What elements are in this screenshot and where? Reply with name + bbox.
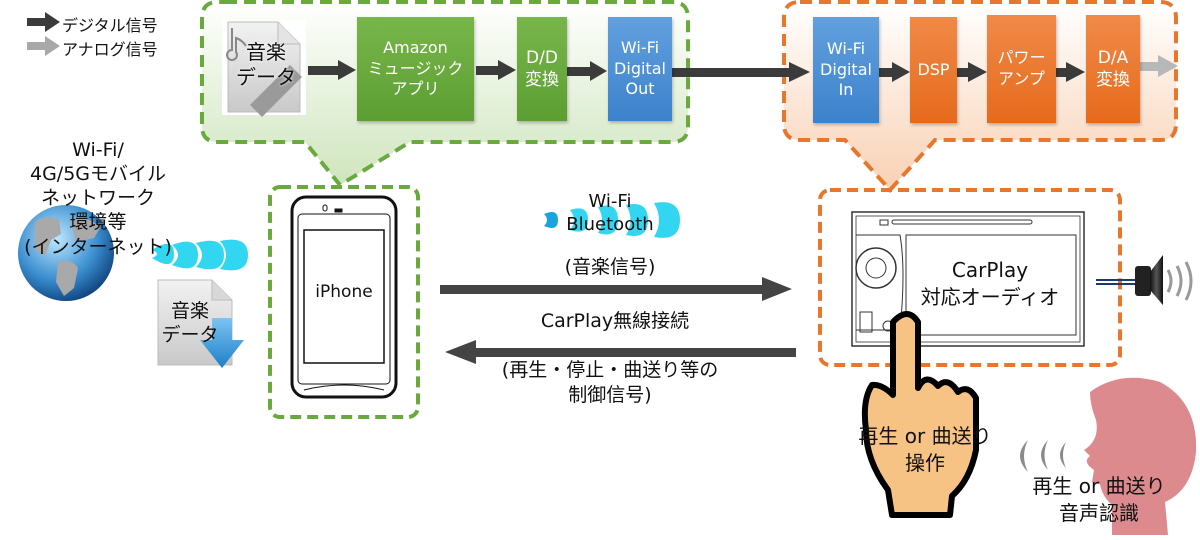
network-label: Wi-Fi/ 4G/5Gモバイル ネットワーク 環境等 (インターネット) bbox=[24, 139, 172, 258]
head-unit-frame bbox=[818, 188, 1122, 367]
wifi-digital-out-block: Wi-Fi Digital Out bbox=[608, 17, 672, 121]
touch-operation-label: 再生 or 曲送り 操作 bbox=[858, 424, 992, 475]
legend-analog-label: アナログ信号 bbox=[62, 40, 158, 59]
legend-digital-arrow-icon bbox=[27, 12, 60, 32]
power-amp-block: パワー アンプ bbox=[987, 15, 1056, 123]
head-unit-label: CarPlay 対応オーディオ bbox=[920, 258, 1060, 309]
wifi-digital-in-block: Wi-Fi Digital In bbox=[813, 17, 879, 123]
wireless-wave-icon bbox=[544, 202, 680, 238]
download-music-data-label: 音楽 データ bbox=[161, 300, 219, 346]
wireless-type-label: Wi-Fi Bluetooth bbox=[566, 191, 654, 236]
carplay-wireless-label: CarPlay無線接続 bbox=[540, 310, 690, 332]
dd-convert-block: D/D 変換 bbox=[517, 17, 567, 121]
iphone-label: iPhone bbox=[315, 282, 373, 302]
music-signal-arrow bbox=[440, 277, 792, 301]
iphone-frame bbox=[268, 185, 420, 419]
voice-recognition-label: 再生 or 曲送り 音声認識 bbox=[1032, 474, 1166, 525]
voice-wave-icon bbox=[1020, 440, 1066, 472]
dsp-block: DSP bbox=[910, 17, 957, 123]
speaker-icon bbox=[1135, 255, 1193, 305]
legend-analog: アナログ信号 bbox=[62, 36, 158, 60]
music-signal-label: (音楽信号) bbox=[564, 256, 656, 278]
amazon-music-app-block: Amazon ミュージック アプリ bbox=[357, 17, 474, 121]
music-data-label: 音楽 データ bbox=[236, 40, 296, 89]
person-head-icon bbox=[1084, 377, 1197, 535]
car-audio-device-icon bbox=[851, 211, 1085, 347]
globe-icon bbox=[18, 205, 114, 301]
hand-pointer-icon bbox=[861, 311, 979, 518]
audio-callout-frame bbox=[782, 0, 1178, 193]
legend-digital: デジタル信号 bbox=[62, 12, 158, 36]
chain-arrows bbox=[308, 60, 1085, 82]
phone-device-icon bbox=[290, 195, 398, 399]
analog-output-arrow bbox=[1140, 55, 1178, 77]
legend-analog-arrow-icon bbox=[27, 36, 60, 56]
download-music-file-icon bbox=[157, 279, 244, 368]
control-signal-arrow bbox=[445, 340, 796, 364]
music-file-icon bbox=[222, 20, 306, 117]
legend-digital-label: デジタル信号 bbox=[62, 16, 158, 35]
control-signal-label: (再生・停止・曲送り等の 制御信号) bbox=[501, 359, 719, 406]
da-convert-block: D/A 変換 bbox=[1086, 15, 1140, 123]
network-wave-icon bbox=[152, 239, 248, 271]
speaker-cable bbox=[1096, 279, 1135, 285]
